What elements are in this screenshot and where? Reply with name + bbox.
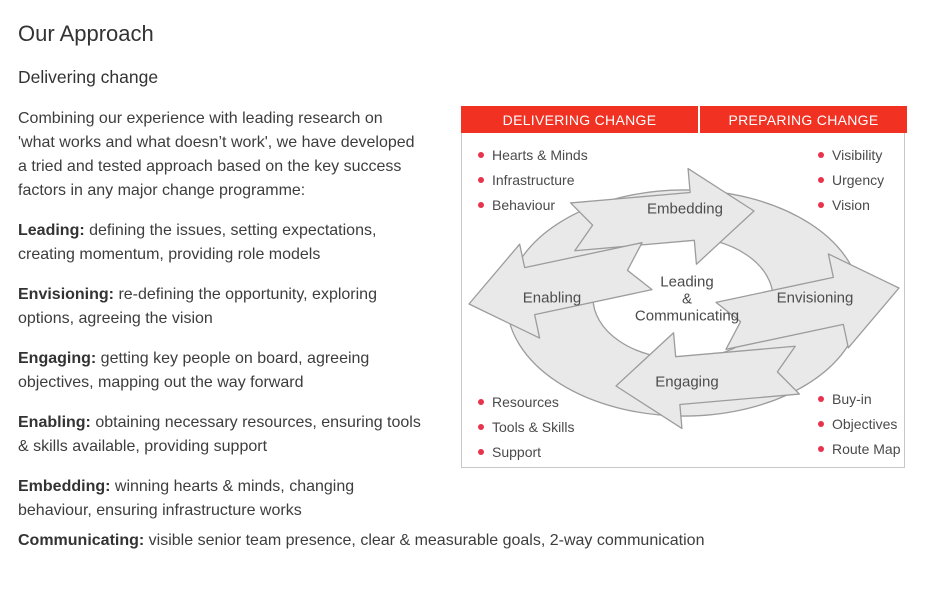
- list-item-label: Resources: [492, 393, 559, 410]
- arrow-envisioning: [715, 253, 900, 350]
- term-text: winning hearts & minds, changing behavio…: [18, 478, 355, 519]
- bullet-icon: [478, 398, 484, 405]
- list-item: Buy-in: [818, 386, 900, 411]
- term-label: Enabling:: [18, 414, 91, 431]
- bullet-icon: [818, 176, 824, 183]
- cycle-label-engaging: Engaging: [655, 373, 719, 391]
- cycle-label-enabling: Enabling: [522, 289, 582, 307]
- cycle-center-line: Communicating: [634, 307, 740, 325]
- list-item-label: Vision: [832, 196, 870, 213]
- list-item-label: Buy-in: [832, 390, 872, 407]
- list-item: Behaviour: [478, 192, 588, 217]
- bullet-icon: [478, 176, 484, 183]
- term-text: re-defining the opportunity, exploring o…: [18, 286, 377, 327]
- page-title: Our Approach: [18, 21, 154, 46]
- change-diagram-panel: DELIVERING CHANGE PREPARING CHANGE Embed…: [461, 106, 907, 468]
- list-item-label: Tools & Skills: [492, 418, 575, 435]
- page-subtitle: Delivering change: [18, 67, 159, 87]
- term-label: Engaging:: [18, 350, 97, 367]
- list-item-label: Support: [492, 443, 542, 460]
- list-item: Vision: [818, 192, 884, 217]
- list-item: Support: [478, 439, 574, 464]
- arrow-engaging: [615, 332, 801, 430]
- list-item: Tools & Skills: [478, 414, 574, 439]
- bullet-icon: [478, 201, 484, 208]
- text-column: Our Approach Delivering change Combining…: [18, 20, 422, 539]
- list-item: Hearts & Minds: [478, 142, 588, 167]
- term-label: Communicating:: [18, 532, 145, 549]
- list-item: Resources: [478, 389, 574, 414]
- bullet-icon: [478, 423, 484, 430]
- bullet-icon: [818, 201, 824, 208]
- cycle-center-line: &: [681, 290, 692, 308]
- term-paragraph-enabling: Enabling: obtaining necessary resources,…: [18, 411, 422, 459]
- header-preparing-change: PREPARING CHANGE: [700, 106, 907, 133]
- list-preparing-top: Visibility Urgency Vision: [818, 142, 884, 217]
- list-delivering-top: Hearts & Minds Infrastructure Behaviour: [478, 142, 588, 217]
- list-item: Infrastructure: [478, 167, 588, 192]
- cycle-center-line: Leading: [660, 273, 714, 291]
- diagram-header: DELIVERING CHANGE PREPARING CHANGE: [461, 106, 907, 133]
- cycle-label-envisioning: Envisioning: [776, 289, 854, 307]
- header-divider: [698, 106, 700, 133]
- bullet-icon: [818, 395, 824, 402]
- term-label: Embedding:: [18, 478, 111, 495]
- list-preparing-bottom: Buy-in Objectives Route Map: [818, 386, 900, 461]
- term-text: visible senior team presence, clear & me…: [144, 532, 705, 549]
- cycle-label-embedding: Embedding: [647, 200, 723, 218]
- list-item-label: Route Map: [832, 440, 901, 457]
- term-label: Leading:: [18, 222, 85, 239]
- term-paragraph-communicating: Communicating: visible senior team prese…: [18, 529, 704, 553]
- term-paragraph-envisioning: Envisioning: re-defining the opportunity…: [18, 283, 422, 331]
- list-item-label: Urgency: [832, 171, 885, 188]
- arrow-enabling: [468, 242, 653, 339]
- bullet-icon: [478, 151, 484, 158]
- list-item-label: Behaviour: [492, 196, 556, 213]
- bullet-icon: [818, 420, 824, 427]
- header-delivering-change: DELIVERING CHANGE: [461, 106, 698, 133]
- list-item: Route Map: [818, 436, 900, 461]
- term-text: obtaining necessary resources, ensuring …: [18, 414, 421, 455]
- term-paragraph-leading: Leading: defining the issues, setting ex…: [18, 219, 422, 267]
- list-item-label: Infrastructure: [492, 171, 575, 188]
- change-cycle-graphic: [468, 167, 900, 430]
- diagram-body: Embedding Envisioning Engaging Enabling …: [462, 133, 904, 468]
- list-item: Objectives: [818, 411, 900, 436]
- list-item-label: Visibility: [832, 146, 883, 163]
- list-item-label: Objectives: [832, 415, 898, 432]
- list-item-label: Hearts & Minds: [492, 146, 588, 163]
- bullet-icon: [818, 445, 824, 452]
- list-delivering-bottom: Resources Tools & Skills Support: [478, 389, 574, 464]
- term-paragraph-engaging: Engaging: getting key people on board, a…: [18, 347, 422, 395]
- arrow-embedding: [569, 167, 755, 265]
- list-item: Visibility: [818, 142, 884, 167]
- term-text: defining the issues, setting expectation…: [18, 222, 377, 263]
- term-paragraph-embedding: Embedding: winning hearts & minds, chang…: [18, 475, 422, 523]
- bullet-icon: [478, 448, 484, 455]
- term-label: Envisioning:: [18, 286, 114, 303]
- term-text: getting key people on board, agreeing ob…: [18, 350, 370, 391]
- list-item: Urgency: [818, 167, 884, 192]
- bullet-icon: [818, 151, 824, 158]
- intro-paragraph: Combining our experience with leading re…: [18, 110, 415, 199]
- cycle-center-text: Leading & Communicating: [635, 274, 739, 325]
